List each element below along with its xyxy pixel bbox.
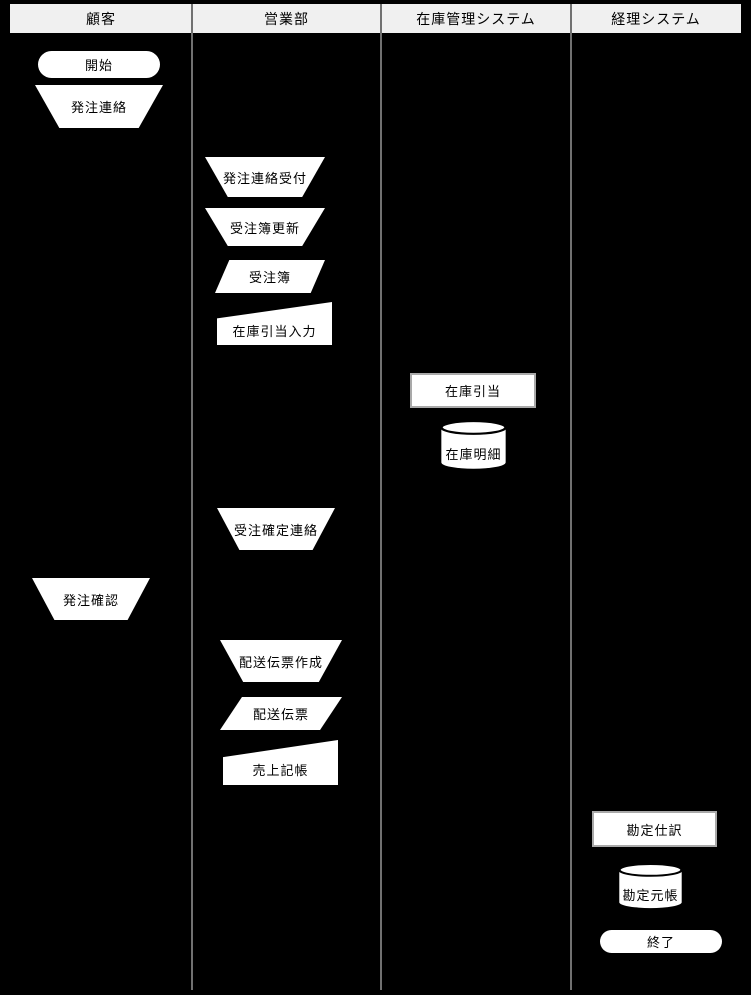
- lane-header-bar: [10, 4, 741, 33]
- database-label: 勘定元帳: [622, 888, 679, 904]
- lane-header-customer: 顧客: [86, 11, 116, 28]
- account-journal-process-shape: 勘定仕訳: [592, 811, 717, 847]
- inventory-allocation-input-shape: 在庫引当入力: [217, 302, 332, 345]
- sales-entry-input-shape: 売上記帳: [223, 740, 338, 785]
- lane-divider: [570, 4, 572, 990]
- order-contact-shape: 発注連絡: [35, 85, 163, 128]
- cylinder-glyph: [618, 863, 683, 909]
- delivery-slip-create-shape: 配送伝票作成: [220, 640, 342, 682]
- order-book-update-shape: 受注簿更新: [205, 208, 325, 246]
- cylinder-glyph: [440, 420, 507, 469]
- database-label: 在庫明細: [445, 447, 502, 463]
- delivery-slip-data-shape: 配送伝票: [220, 697, 342, 730]
- lane-header-inventory-system: 在庫管理システム: [416, 11, 536, 28]
- lane-header-sales-dept: 営業部: [264, 11, 309, 28]
- lane-header-accounting-system: 経理システム: [611, 11, 701, 28]
- order-contact-reception-shape: 発注連絡受付: [205, 157, 325, 197]
- lane-divider: [191, 4, 193, 990]
- start-terminator: 開始: [38, 51, 160, 78]
- lane-divider: [380, 4, 382, 990]
- account-ledger-database-shape: 勘定元帳: [618, 863, 683, 912]
- end-terminator: 終了: [600, 930, 722, 953]
- inventory-allocation-process-shape: 在庫引当: [410, 373, 536, 408]
- order-confirm-contact-shape: 受注確定連絡: [217, 508, 335, 550]
- inventory-detail-database-shape: 在庫明細: [440, 420, 507, 473]
- order-confirmation-shape: 発注確認: [32, 578, 150, 620]
- order-book-data-shape: 受注簿: [215, 260, 325, 293]
